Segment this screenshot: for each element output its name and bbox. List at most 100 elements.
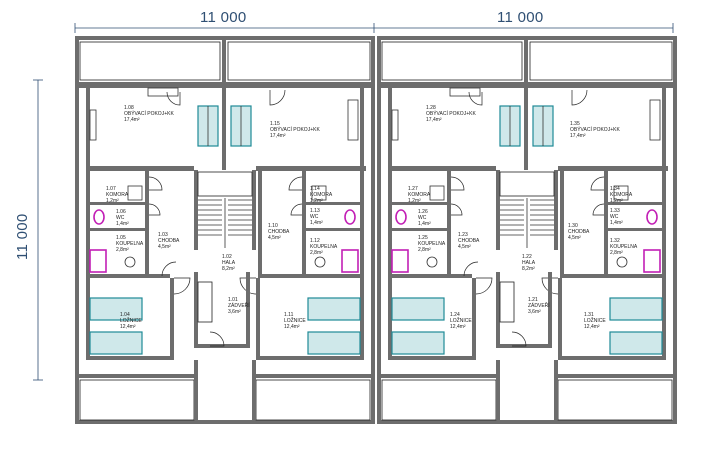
room-label-line: 17,4m² [270,133,286,139]
room-label-line: 1.34 [610,186,620,192]
room-label-line: 8,2m² [222,266,235,272]
room-label-line: 1.08 [124,105,134,111]
room-label-line: 1.26 [418,209,428,215]
room-label-line: KOMORA [310,192,333,198]
room-label-line: ZÁDVEŘÍ [228,301,250,309]
room-label-line: 1.23 [458,232,468,238]
room-label-line: 1.04 [120,312,130,318]
room-label-line: 1.25 [418,235,428,241]
room-label-line: 1.14 [310,186,320,192]
room-label-line: LOŽNICE [284,316,306,324]
room-label-line: 1.03 [158,232,168,238]
room-label-line: LOŽNICE [584,316,606,324]
half-right [376,35,678,425]
room-label-line: WC [610,214,619,220]
room-label-line: 1.15 [270,121,280,127]
room-label-line: 1.21 [528,297,538,303]
dimension-top-left: 11 000 [200,9,247,26]
dimension-top-right: 11 000 [497,9,544,26]
room-label-line: KOMORA [106,192,129,198]
room-label-line: ZÁDVEŘÍ [528,301,550,309]
room-label-line: 1.11 [284,312,294,318]
room-label-line: KOUPELNA [116,241,144,247]
room-label-line: 1.27 [408,186,418,192]
room-label-line: 1,4m² [610,220,623,226]
room-label-line: WC [310,214,319,220]
room-label-line: 4,5m² [568,235,581,241]
room-label-line: 4,5m² [268,235,281,241]
room-label-line: 1.28 [426,105,436,111]
room-label-line: 4,5m² [458,244,471,250]
room-label-line: 12,4m² [450,324,466,330]
room-label-line: 1.32 [610,238,620,244]
room-label-line: 2,8m² [116,247,129,253]
room-label-line: 1.22 [522,254,532,260]
room-label-line: 1,2m² [610,198,623,204]
room-label-line: CHODBA [458,238,480,244]
room-label-line: OBÝVACÍ POKOJ+KK [570,126,620,133]
room-label-line: CHODBA [568,229,590,235]
room-label-line: 1.01 [228,297,238,303]
room-label-line: 1,4m² [418,221,431,227]
room-label-line: KOUPELNA [418,241,446,247]
room-label-line: WC [418,215,427,221]
room-label-line: 1.10 [268,223,278,229]
room-label-line: 1.35 [570,121,580,127]
room-label-line: 12,4m² [584,324,600,330]
room-label-line: 12,4m² [120,324,136,330]
room-label-line: LOŽNICE [450,316,472,324]
room-label-line: WC [116,215,125,221]
room-label-line: 12,4m² [284,324,300,330]
room-label-line: 1,2m² [408,198,421,204]
dimension-lines [33,23,674,381]
room-label-line: 17,4m² [570,133,586,139]
room-label-line: 1,2m² [310,198,323,204]
half-left [75,36,375,424]
room-label-line: 1.30 [568,223,578,229]
room-label-line: 1.05 [116,235,126,241]
room-label-line: OBÝVACÍ POKOJ+KK [124,110,174,117]
room-label-line: KOMORA [408,192,431,198]
room-label-line: KOUPELNA [610,244,638,250]
room-label-line: 1.06 [116,209,126,215]
room-label-line: 1.33 [610,208,620,214]
room-label-line: 8,2m² [522,266,535,272]
room-label-line: 2,8m² [418,247,431,253]
room-label-line: HALA [522,260,536,266]
room-label-line: KOMORA [610,192,633,198]
room-label-line: LOŽNICE [120,316,142,324]
room-label-line: 17,4m² [426,117,442,123]
room-label-line: OBÝVACÍ POKOJ+KK [426,110,476,117]
room-label-line: 1.13 [310,208,320,214]
room-label-line: 3,6m² [228,309,241,315]
room-label-line: OBÝVACÍ POKOJ+KK [270,126,320,133]
room-label-line: 1,4m² [310,220,323,226]
room-label-line: CHODBA [268,229,290,235]
room-label-line: 4,5m² [158,244,171,250]
room-label-line: 1.31 [584,312,594,318]
